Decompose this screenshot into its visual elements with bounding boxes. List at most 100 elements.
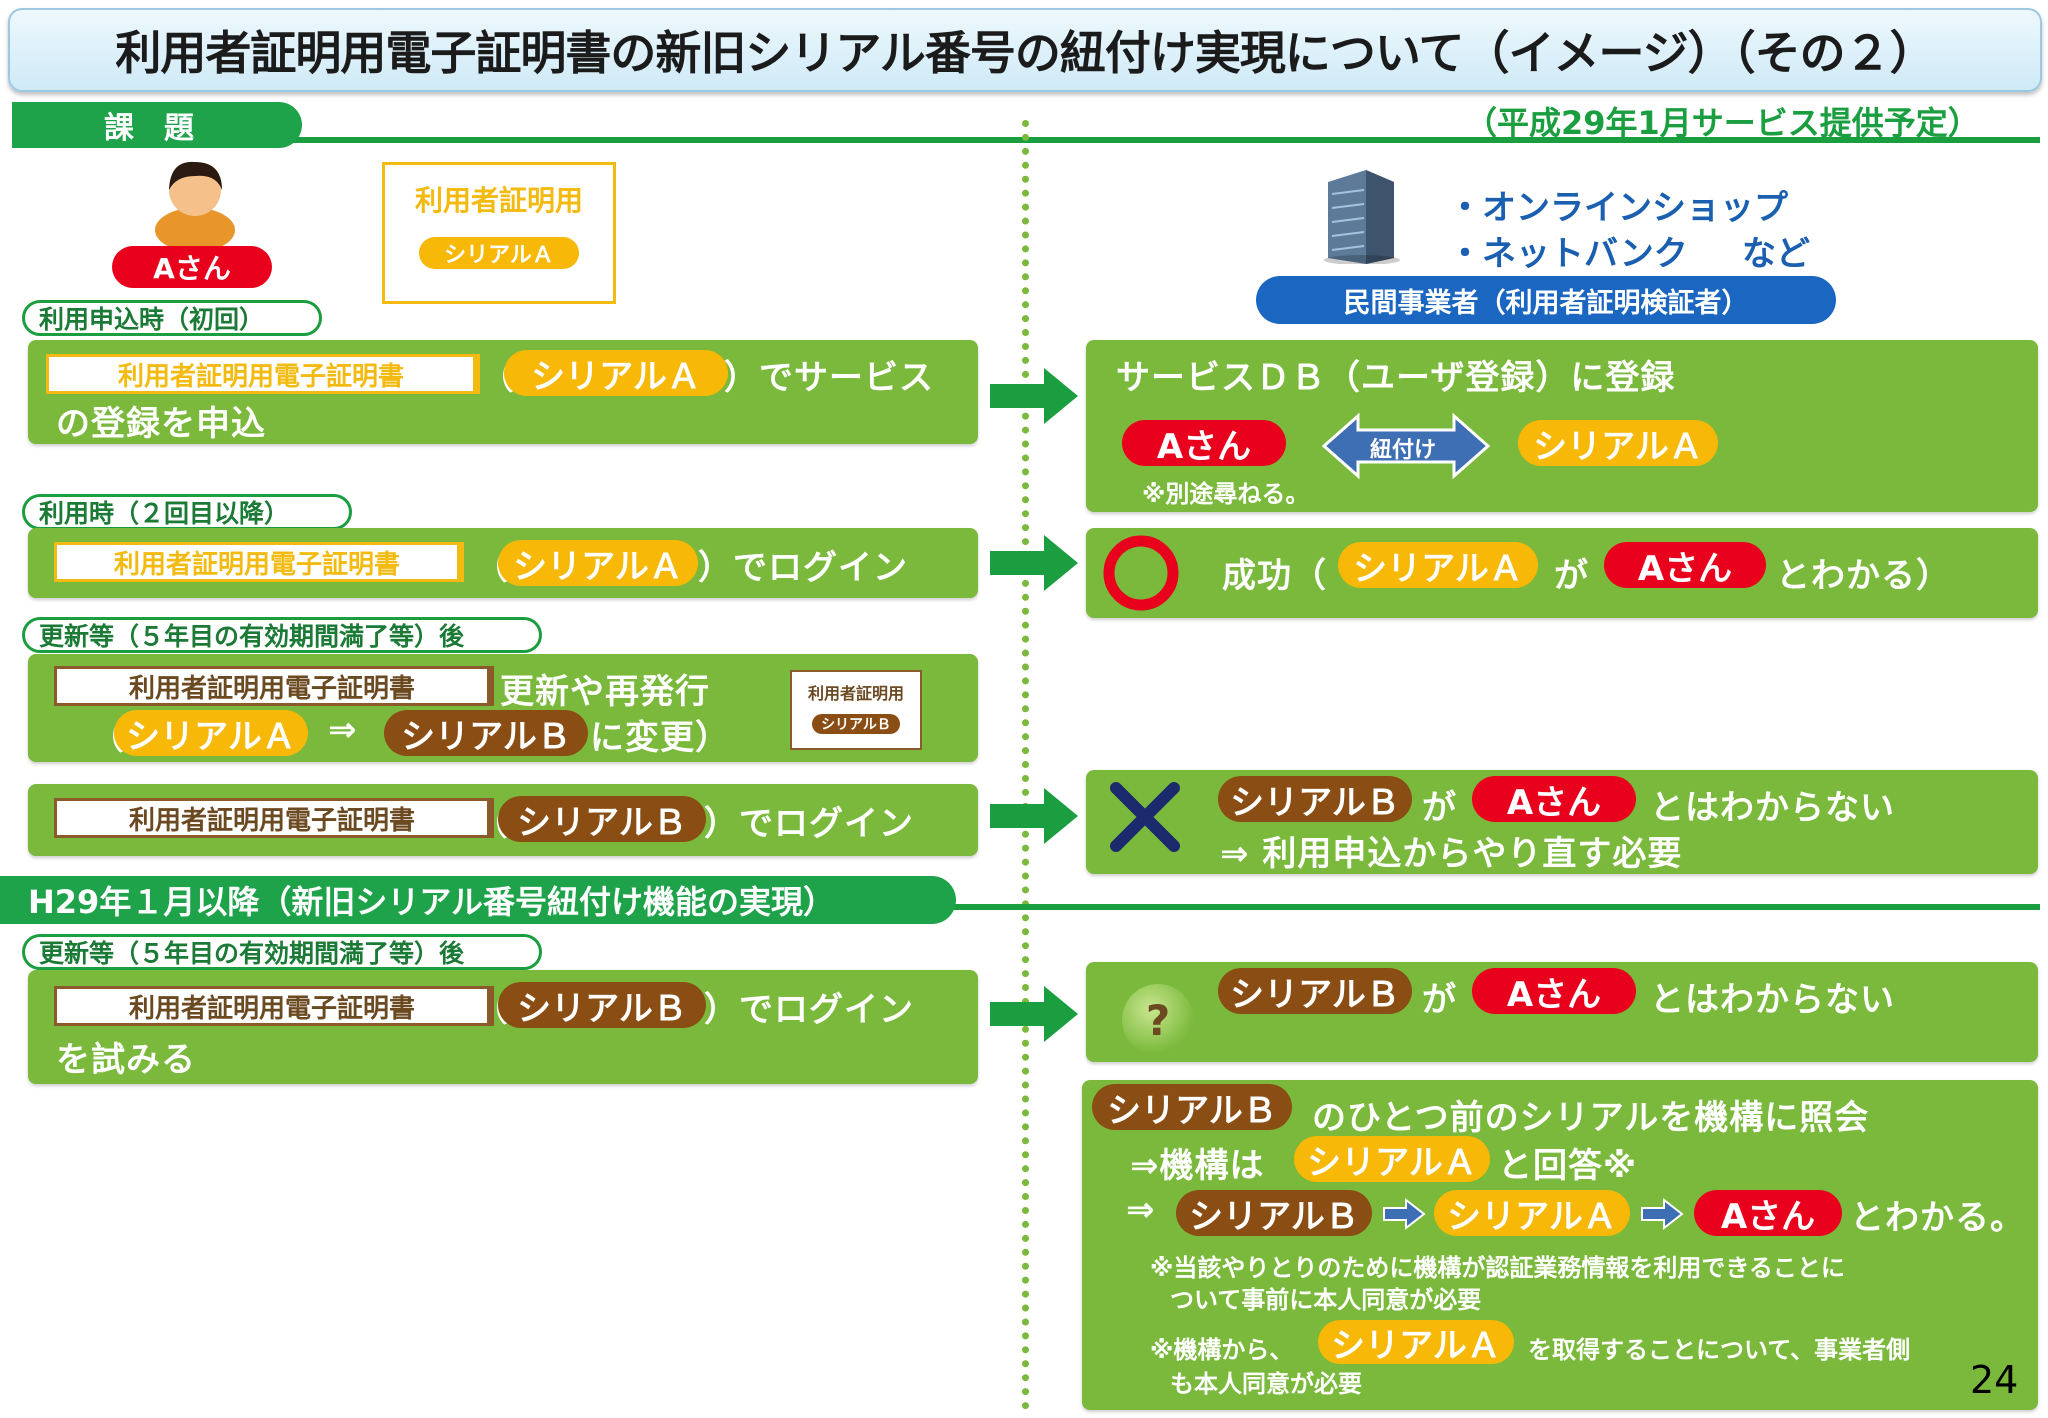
- row5r-serial-b: シリアルＢ: [1218, 968, 1412, 1015]
- bottom-line1: のひとつ前のシリアルを機構に照会: [1312, 1098, 1870, 1138]
- row2-close: ）でログイン: [698, 548, 908, 588]
- bottom-serial-a-1: シリアルＡ: [1294, 1136, 1490, 1183]
- row4r-ga: が: [1422, 788, 1457, 828]
- row2-right-box: 成功（ シリアルＡ が Aさん とわかる）: [1086, 528, 2038, 618]
- row5r-post: とはわからない: [1650, 980, 1895, 1020]
- row5-line2: を試みる: [56, 1040, 196, 1080]
- row2-left-box: 利用者証明用電子証明書 （ シリアルＡ ）でログイン: [28, 528, 978, 598]
- page-title-box: 利用者証明用電子証明書の新旧シリアル番号の紐付け実現について（イメージ）（その２…: [8, 8, 2042, 92]
- row5-serial-b: シリアルＢ: [498, 982, 706, 1029]
- tag-renewal-2: 更新等（５年目の有効期間満了等）後: [22, 934, 542, 970]
- row4r-serial-b: シリアルＢ: [1218, 776, 1412, 823]
- business-item-bank: ・ネットバンク: [1448, 234, 1688, 274]
- arrow-small-icon: [1383, 1198, 1426, 1230]
- cert-card-a-title: 利用者証明用: [414, 184, 583, 217]
- bottom-person: Aさん: [1694, 1190, 1842, 1237]
- arrow-right-icon: [990, 788, 1078, 844]
- bottom-explanation-box: シリアルＢ のひとつ前のシリアルを機構に照会 ⇒機構は シリアルＡ と回答※ ⇒…: [1082, 1080, 2038, 1410]
- row5-right-box: ? シリアルＢ が Aさん とはわからない: [1086, 962, 2038, 1062]
- section2-tab-label: H29年１月以降（新旧シリアル番号紐付け機能の実現）: [28, 883, 835, 921]
- row5r-ga: が: [1422, 980, 1457, 1020]
- person-label: Aさん: [112, 246, 272, 288]
- row4r-person: Aさん: [1472, 776, 1636, 823]
- row4-serial-b: シリアルＢ: [498, 796, 706, 843]
- row5r-person: Aさん: [1472, 968, 1636, 1015]
- row1r-note: ※別途尋ねる。: [1142, 480, 1310, 508]
- bottom-note1b: ついて事前に本人同意が必要: [1170, 1286, 1482, 1314]
- row1-cert-label: 利用者証明用電子証明書: [46, 354, 480, 394]
- row5-cert-label: 利用者証明用電子証明書: [54, 986, 494, 1026]
- question-icon: ?: [1122, 984, 1194, 1056]
- row3-serial-a: シリアルＡ: [114, 710, 308, 757]
- row5-close: ）でログイン: [704, 990, 914, 1030]
- row2-serial-a: シリアルＡ: [498, 540, 698, 587]
- row1-line2: の登録を申込: [56, 404, 266, 444]
- bottom-line2-pre: ⇒機構は: [1130, 1146, 1265, 1186]
- cert-card-a: 利用者証明用 シリアルＡ: [382, 162, 616, 304]
- row2r-person: Aさん: [1604, 542, 1766, 589]
- section2-tab: H29年１月以降（新旧シリアル番号紐付け機能の実現）: [0, 876, 956, 924]
- row4-left-box: 利用者証明用電子証明書 （ シリアルＢ ）でログイン: [28, 784, 978, 856]
- page-title: 利用者証明用電子証明書の新旧シリアル番号の紐付け実現について（イメージ）（その２…: [115, 26, 1935, 80]
- row2r-serial-a: シリアルＡ: [1338, 542, 1538, 589]
- section1-line: [240, 137, 2040, 143]
- cross-fail-icon: [1110, 782, 1180, 852]
- bottom-serial-b-2: シリアルＢ: [1176, 1190, 1372, 1237]
- row2r-pre: 成功（: [1222, 556, 1327, 596]
- cert-card-a-serial: シリアルＡ: [419, 237, 579, 269]
- business-label: 民間事業者（利用者証明検証者）: [1256, 276, 1836, 324]
- business-item-shop: ・オンラインショップ: [1448, 188, 1788, 228]
- section2-line: [900, 904, 2040, 910]
- row4-close: ）でログイン: [704, 804, 914, 844]
- bottom-serial-b-1: シリアルＢ: [1092, 1084, 1292, 1131]
- bottom-note2b: も本人同意が必要: [1170, 1370, 1362, 1398]
- circle-success-icon: [1103, 535, 1179, 611]
- building-icon: [1324, 170, 1400, 264]
- business-etc: など: [1742, 234, 1810, 274]
- row2-cert-label: 利用者証明用電子証明書: [54, 542, 464, 582]
- cert-card-b: 利用者証明用 シリアルＢ: [790, 670, 922, 750]
- row4r-line2: ⇒ 利用申込からやり直す必要: [1220, 834, 1683, 874]
- bottom-note2-post: を取得することについて、事業者側: [1528, 1336, 1911, 1364]
- row2r-post: とわかる）: [1776, 556, 1951, 596]
- bottom-note1a: ※当該やりとりのために機構が認証業務情報を利用できることに: [1150, 1254, 1845, 1282]
- row3-cert-label: 利用者証明用電子証明書: [54, 666, 494, 706]
- bottom-note2-pre: ※機構から、: [1150, 1336, 1294, 1364]
- cert-card-b-serial: シリアルＢ: [812, 714, 900, 734]
- service-date: （平成29年1月サービス提供予定）: [1465, 104, 1980, 142]
- bottom-line3-pre: ⇒: [1126, 1190, 1156, 1230]
- row1-left-box: 利用者証明用電子証明書 （ シリアルＡ ）でサービス の登録を申込: [28, 340, 978, 444]
- row3-close: に変更）: [590, 718, 730, 758]
- link-label: 紐付け: [1370, 438, 1437, 463]
- arrow-right-icon: [990, 368, 1078, 424]
- row3-serial-b: シリアルＢ: [384, 710, 588, 757]
- vertical-divider: [1022, 120, 1029, 1410]
- person-icon: [155, 161, 235, 250]
- tag-renewal: 更新等（５年目の有効期間満了等）後: [22, 617, 542, 653]
- bottom-serial-a-2: シリアルＡ: [1434, 1190, 1630, 1237]
- row2r-ga: が: [1554, 556, 1589, 596]
- link-double-arrow-icon: [1322, 412, 1490, 480]
- arrow-right-icon: [990, 986, 1078, 1042]
- bottom-line3-post: とわかる。: [1850, 1198, 2025, 1238]
- row3-arrow: ⇒: [328, 710, 358, 750]
- row4r-post: とはわからない: [1650, 788, 1895, 828]
- bottom-line2-post: と回答※: [1498, 1146, 1638, 1186]
- row4-cert-label: 利用者証明用電子証明書: [54, 798, 494, 838]
- row1-close: ）でサービス: [724, 358, 934, 398]
- row3-right-text: 更新や再発行: [500, 672, 710, 712]
- row5-left-box: 利用者証明用電子証明書 （ シリアルＢ ）でログイン を試みる: [28, 970, 978, 1084]
- page-number: 24: [1970, 1358, 2019, 1402]
- section1-tab-label: 課 題: [104, 111, 194, 146]
- row3-left-box: 利用者証明用電子証明書 更新や再発行 （ シリアルＡ ⇒ シリアルＢ に変更） …: [28, 654, 978, 762]
- arrow-right-icon: [990, 535, 1078, 591]
- cert-card-b-title: 利用者証明用: [807, 684, 904, 703]
- arrow-small-icon: [1641, 1198, 1684, 1230]
- bottom-serial-a-3: シリアルＡ: [1318, 1320, 1514, 1366]
- row1-right-box: サービスＤＢ（ユーザ登録）に登録 Aさん 紐付け シリアルＡ ※別途尋ねる。: [1086, 340, 2038, 512]
- row1-serial-a: シリアルＡ: [504, 350, 728, 397]
- tag-first-apply: 利用申込時（初回）: [22, 300, 322, 336]
- tag-usage: 利用時（２回目以降）: [22, 494, 352, 530]
- row1r-text: サービスＤＢ（ユーザ登録）に登録: [1116, 358, 1676, 398]
- row1r-person: Aさん: [1122, 420, 1286, 467]
